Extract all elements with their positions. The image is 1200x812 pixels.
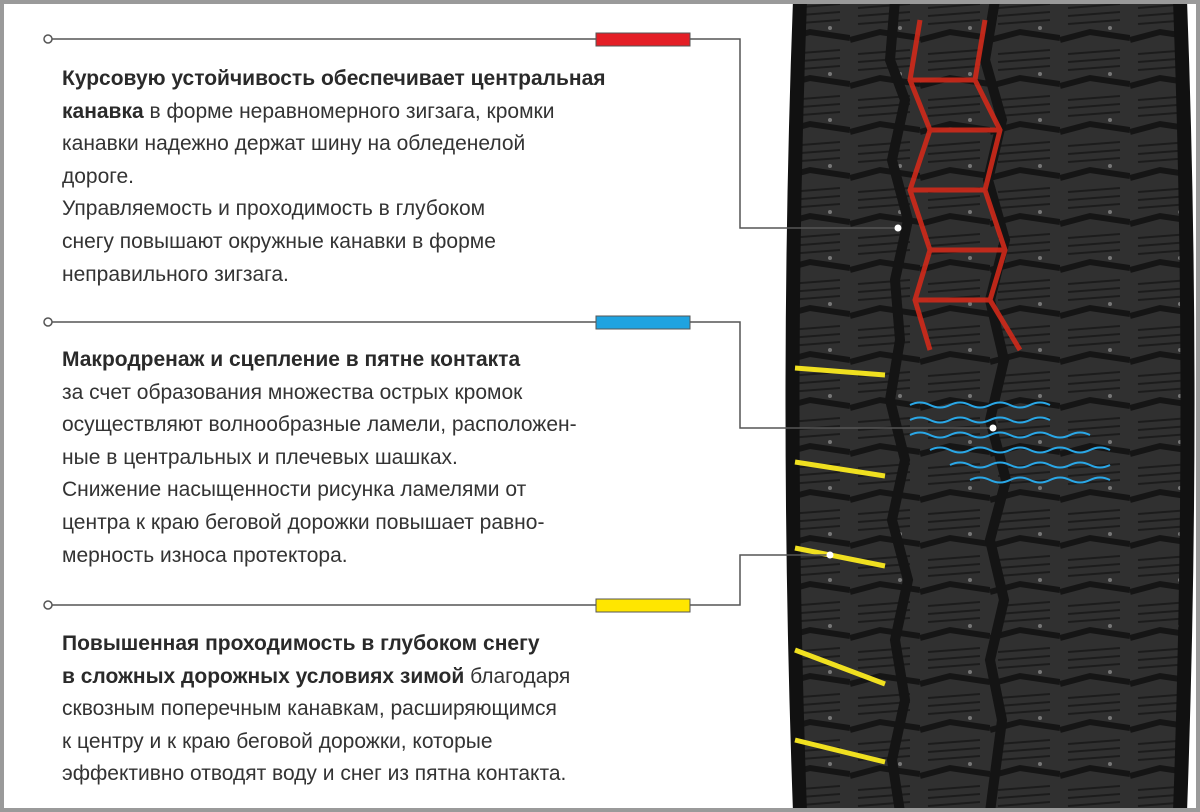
text-line: Управляемость и проходимость в глубоком	[62, 193, 722, 226]
section-deep-snow-passability: Повышенная проходимость в глубоком снегу…	[62, 628, 722, 791]
bold-text: Курсовую устойчивость обеспечивает центр…	[62, 67, 606, 90]
section-macrodrainage-grip: Макродренаж и сцепление в пятне контакта…	[62, 344, 722, 572]
text-line: канавка в форме неравномерного зигзага, …	[62, 96, 722, 129]
body-text: дороге.	[62, 164, 135, 188]
yellow-shoulder-grooves	[794, 365, 886, 765]
text-line: неправильного зигзага.	[62, 259, 722, 292]
tire-tread-image	[785, 0, 1195, 812]
text-line: за счет образования множества острых кро…	[62, 377, 722, 410]
text-line: Макродренаж и сцепление в пятне контакта	[62, 344, 722, 377]
yellow-marker	[595, 598, 691, 613]
red-marker	[595, 32, 691, 47]
body-text: неправильного зигзага.	[62, 262, 289, 286]
text-line: осуществляют волнообразные ламели, распо…	[62, 409, 722, 442]
red-zigzag-highlight	[907, 19, 1023, 352]
body-text: снегу повышают окружные канавки в форме	[62, 229, 496, 253]
body-text: за счет образования множества острых кро…	[62, 380, 523, 404]
text-line: Снижение насыщенности рисунка ламелями о…	[62, 474, 722, 507]
text-line: Курсовую устойчивость обеспечивает центр…	[62, 63, 722, 96]
text-line: мерность износа протектора.	[62, 540, 722, 573]
section-directional-stability: Курсовую устойчивость обеспечивает центр…	[62, 63, 722, 291]
text-line: канавки надежно держат шину на обледенел…	[62, 128, 722, 161]
body-text: Снижение насыщенности рисунка ламелями о…	[62, 478, 527, 502]
blue-sipes-highlight	[909, 401, 1111, 484]
body-text: центра к краю беговой дорожки повышает р…	[62, 510, 545, 534]
body-text: канавки надежно держат шину на обледенел…	[62, 132, 526, 156]
body-text: Управляемость и проходимость в глубоком	[62, 197, 486, 221]
blue-marker	[595, 315, 691, 330]
text-line: дороге.	[62, 161, 722, 194]
text-line: Повышенная проходимость в глубоком снегу	[62, 628, 722, 661]
text-line: центра к краю беговой дорожки повышает р…	[62, 507, 722, 540]
text-line: в сложных дорожных условиях зимой благод…	[62, 661, 722, 694]
body-text: осуществляют волнообразные ламели, распо…	[62, 413, 577, 437]
body-text: в форме неравномерного зигзага, кромки	[143, 99, 555, 123]
text-line: эффективно отводят воду и снег из пятна …	[62, 758, 722, 791]
body-text: эффективно отводят воду и снег из пятна …	[62, 762, 567, 786]
body-text: к центру и к краю беговой дорожки, котор…	[62, 729, 493, 753]
body-text: ные в центральных и плечевых шашках.	[62, 445, 458, 469]
body-text: благодаря	[464, 664, 571, 688]
text-line: снегу повышают окружные канавки в форме	[62, 226, 722, 259]
text-line: сквозным поперечным канавкам, расширяющи…	[62, 693, 722, 726]
bold-text: Повышенная проходимость в глубоком снегу	[62, 632, 540, 655]
bold-text: канавка	[62, 99, 144, 123]
body-text: мерность износа протектора.	[62, 543, 348, 567]
body-text: сквозным поперечным канавкам, расширяющи…	[62, 697, 557, 721]
bold-text: Макродренаж и сцепление в пятне контакта	[62, 348, 521, 371]
bold-text: в сложных дорожных условиях зимой	[62, 664, 465, 688]
text-line: к центру и к краю беговой дорожки, котор…	[62, 726, 722, 759]
text-line: ные в центральных и плечевых шашках.	[62, 442, 722, 475]
